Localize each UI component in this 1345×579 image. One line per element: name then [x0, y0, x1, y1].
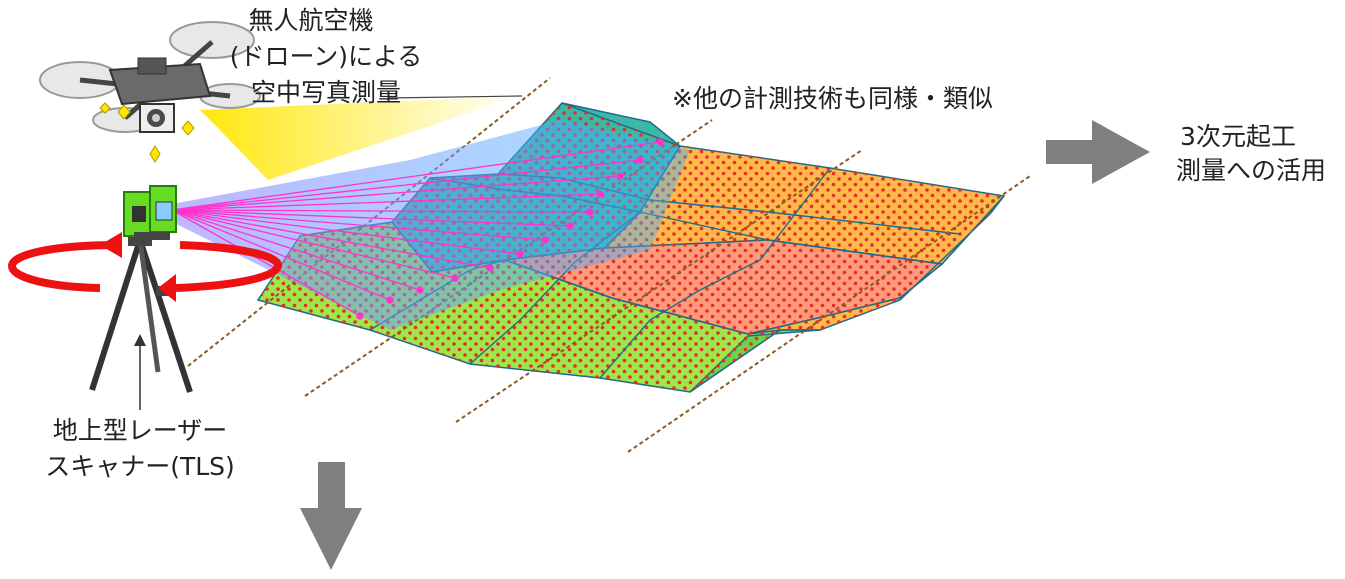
rotation-arrowhead-right [158, 274, 176, 302]
scan-ray [171, 209, 391, 301]
scan-ray-tip [566, 222, 574, 230]
scan-ray [171, 159, 641, 211]
tls-label-line2: スキャナー(TLS) [45, 452, 235, 481]
scan-ray [171, 209, 361, 317]
scan-ray [171, 209, 571, 227]
photo-beam [200, 96, 520, 180]
scan-ray [171, 209, 521, 255]
scan-ray-tip [541, 236, 549, 244]
scan-ray [171, 193, 601, 211]
down-arrow-icon [300, 462, 362, 570]
output-label-line1: 3次元起工 [1180, 122, 1296, 151]
scan-ray-tip [486, 264, 494, 272]
tls-pointer-head [134, 334, 146, 346]
scan-ray [171, 209, 456, 279]
scan-ray-tip [596, 190, 604, 198]
output-label-line2: 測量への活用 [1175, 156, 1326, 185]
drone-icon [39, 21, 261, 163]
scan-ray [171, 209, 546, 241]
scan-ray [171, 209, 591, 213]
scan-ray-tip [516, 250, 524, 258]
drone-label-line2: (ドローン)による [229, 42, 423, 71]
scan-rays [171, 138, 664, 320]
scan-ray-tip [586, 208, 594, 216]
drone-label-line1: 無人航空機 [248, 6, 374, 35]
scan-ray-tip [356, 312, 364, 320]
drone-label-line3: 空中写真測量 [250, 78, 401, 107]
scan-ray-tip [616, 172, 624, 180]
scan-ray-tip [636, 156, 644, 164]
rotation-arrow-icon [7, 241, 282, 292]
rotation-arrowhead-left [100, 232, 122, 258]
laser-scanner-icon [89, 185, 193, 393]
scan-ray [171, 141, 661, 211]
note-label: ※他の計測技術も同様・類似 [672, 84, 993, 113]
photo-beam-edge [387, 95, 523, 99]
scan-ray [171, 209, 491, 269]
right-arrow-icon [1046, 120, 1150, 184]
tls-label-line1: 地上型レーザー [52, 416, 228, 445]
scan-ray [171, 209, 421, 291]
laser-scan-beam [160, 120, 690, 330]
scan-ray-tip [386, 296, 394, 304]
scan-ray-tip [656, 138, 664, 146]
scan-ray-tip [451, 274, 459, 282]
scan-ray-tip [416, 286, 424, 294]
scan-ray [171, 175, 621, 211]
